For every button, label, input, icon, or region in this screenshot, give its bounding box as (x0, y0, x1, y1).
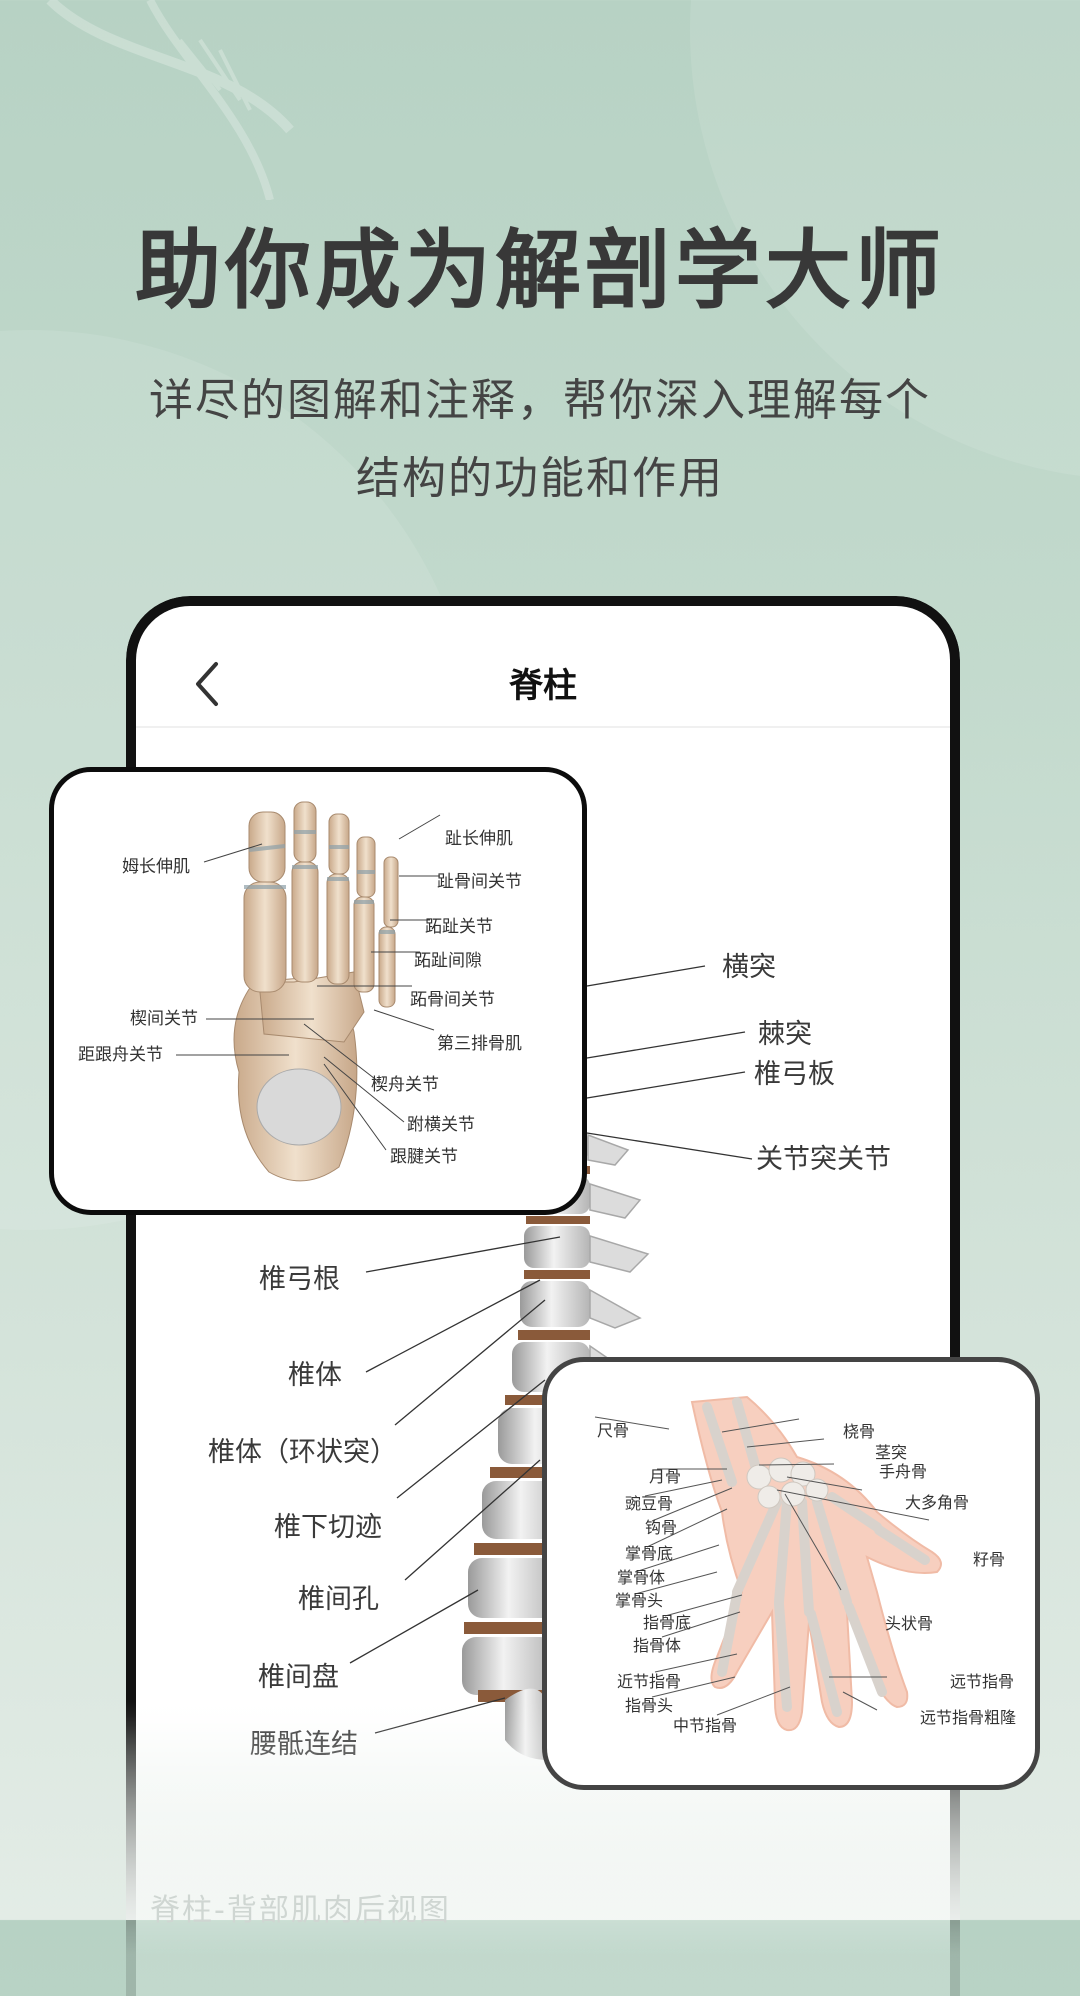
hand-label: 大多角骨 (905, 1493, 970, 1512)
hand-label: 豌豆骨 (625, 1494, 674, 1513)
foot-label: 跟腱关节 (390, 1147, 458, 1167)
foot-label: 趾长伸肌 (445, 829, 513, 849)
promo-headline: 助你成为解剖学大师 (135, 221, 945, 321)
hand-label: 近节指骨 (617, 1672, 682, 1691)
hand-skeleton-illustration (594, 1395, 942, 1732)
foot-label: 跖骨间关节 (410, 990, 495, 1010)
foot-label: 跗横关节 (407, 1115, 475, 1135)
hand-label: 手舟骨 (879, 1462, 928, 1481)
hand-label: 籽骨 (973, 1550, 1006, 1569)
foot-label: 姆长伸肌 (122, 857, 190, 877)
hand-label: 尺骨 (597, 1421, 630, 1440)
spine-label-ring-apophysis: 椎体（环状突） (208, 1437, 397, 1468)
spine-label-inferior-notch: 椎下切迹 (274, 1512, 382, 1543)
foot-label: 楔舟关节 (371, 1075, 439, 1095)
next-section-caption[interactable]: 脊柱-背部肌肉后视图 (150, 1893, 451, 1928)
spine-label-vertebral-body: 椎体 (288, 1360, 342, 1391)
foot-label: 距跟舟关节 (78, 1045, 163, 1065)
spine-label-spinous-process: 棘突 (758, 1019, 812, 1050)
hand-label: 头状骨 (885, 1614, 934, 1633)
foot-anatomy-card: 姆长伸肌 趾长伸肌 趾骨间关节 跖趾关节 跖趾间隙 跖骨间关节 楔间关节 第三排… (49, 767, 587, 1215)
promo-subtitle: 详尽的图解和注释，帮你深入理解每个 结构的功能和作用 (0, 362, 1080, 518)
foot-label: 跖趾关节 (425, 917, 493, 937)
spine-label-lamina: 椎弓板 (754, 1059, 835, 1090)
foot-label: 楔间关节 (130, 1009, 198, 1029)
promo-subtitle-line: 详尽的图解和注释，帮你深入理解每个 (149, 375, 931, 426)
hand-label: 钩骨 (645, 1518, 678, 1537)
hand-label: 茎突 (875, 1443, 908, 1462)
spine-label-intervertebral-disc: 椎间盘 (258, 1662, 339, 1693)
hand-anatomy-card: 尺骨 桡骨 茎突 月骨 手舟骨 豌豆骨 大多角骨 钩骨 掌骨底 籽骨 掌骨体 掌… (542, 1357, 1040, 1790)
hand-label: 桡骨 (843, 1422, 876, 1441)
hand-label: 远节指骨 (950, 1672, 1015, 1691)
promo-subtitle-line: 结构的功能和作用 (356, 453, 724, 504)
page-title: 脊柱 (509, 666, 577, 706)
spine-label-facet-joint: 关节突关节 (756, 1144, 891, 1175)
foot-label: 第三排骨肌 (437, 1034, 522, 1054)
foot-skeleton-illustration (176, 801, 441, 1182)
foot-label: 趾骨间关节 (437, 872, 522, 892)
hand-label: 掌骨头 (615, 1591, 664, 1610)
nav-bar: 脊柱 (136, 606, 950, 728)
spine-label-transverse-process: 横突 (722, 952, 776, 983)
hand-label: 掌骨底 (625, 1544, 674, 1563)
hand-label: 指骨底 (643, 1613, 692, 1632)
spine-label-intervertebral-foramen: 椎间孔 (298, 1584, 379, 1615)
hand-label: 中节指骨 (673, 1716, 738, 1735)
spine-label-pedicle: 椎弓根 (259, 1264, 340, 1295)
hand-label: 远节指骨粗隆 (920, 1708, 1017, 1727)
dna-helix-decoration (46, 0, 294, 200)
hand-label: 指骨头 (625, 1696, 674, 1715)
foot-label: 跖趾间隙 (414, 951, 482, 971)
hand-label: 月骨 (649, 1467, 682, 1486)
chevron-left-icon[interactable] (188, 658, 228, 710)
hand-label: 掌骨体 (617, 1568, 666, 1587)
hand-label: 指骨体 (633, 1636, 682, 1655)
